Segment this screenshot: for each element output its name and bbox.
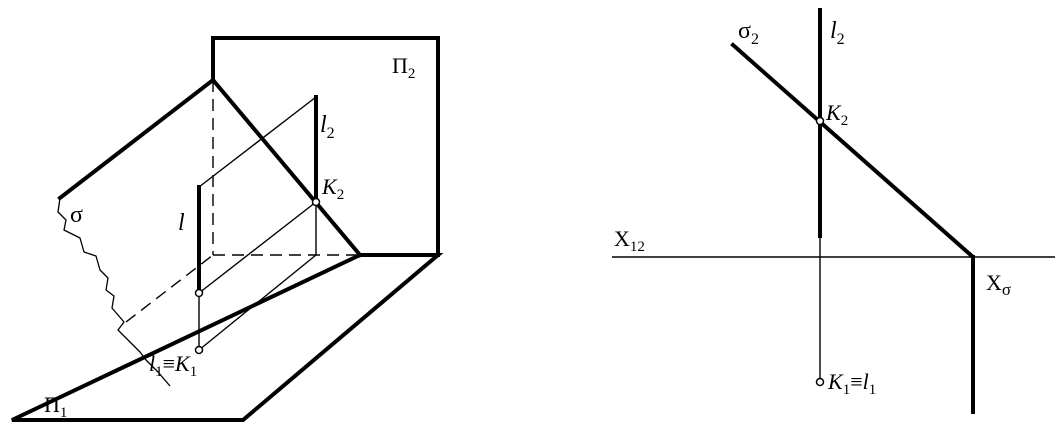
projecting-plane-top	[198, 96, 317, 188]
label-pi2: П2	[392, 53, 415, 82]
projecting-line-k	[198, 201, 317, 294]
plane-pi2-outline	[211, 36, 440, 257]
sigma-irregular-edge	[57, 197, 171, 387]
point-k2-epure	[815, 116, 825, 126]
label-l: l	[178, 210, 185, 236]
plane-pi1-outline	[11, 253, 444, 422]
label-l1-k1: l1≡K1	[149, 351, 197, 380]
point-k2	[311, 197, 321, 207]
label-k1-l1-epure: K1≡l1	[827, 369, 876, 398]
label-xsigma: Xσ	[986, 270, 1011, 299]
label-sigma2: σ2	[738, 18, 759, 48]
spatial-model: П2 П1 σ l l2 K2 l1≡K1	[11, 36, 444, 422]
sigma-top-edge	[57, 77, 216, 201]
point-k1-epure	[815, 377, 825, 387]
trace-sigma2	[730, 42, 976, 260]
epure-drawing: X12 Xσ σ2 l2 K2 K1≡l1	[612, 8, 1055, 414]
label-pi1: П1	[44, 392, 67, 421]
label-k2: K2	[321, 174, 344, 203]
projecting-plane-bottom	[198, 254, 317, 351]
label-l2-epure: l2	[830, 18, 845, 48]
point-k1	[194, 345, 204, 355]
point-k	[194, 288, 204, 298]
label-l2: l2	[320, 112, 335, 142]
label-sigma: σ	[70, 202, 83, 228]
label-x12: X12	[614, 226, 645, 255]
label-k2-epure: K2	[825, 100, 848, 129]
sigma-trace-on-pi2	[210, 77, 363, 258]
